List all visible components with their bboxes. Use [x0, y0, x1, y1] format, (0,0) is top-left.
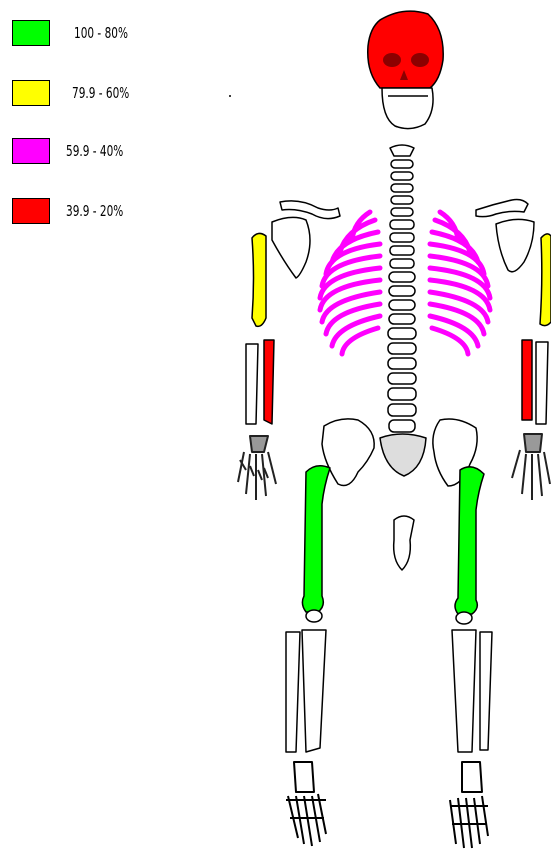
femur-left [302, 466, 330, 612]
humerus-right [540, 234, 551, 326]
foot-left [286, 762, 326, 846]
clavicle-left [280, 201, 340, 219]
skull [368, 11, 443, 128]
lower-leg-right [452, 630, 492, 752]
hand-left [238, 436, 276, 500]
forearm-right [522, 340, 548, 424]
femur-right [455, 467, 484, 614]
scapula-right [496, 219, 534, 271]
scapula-left [272, 217, 310, 278]
pelvis [322, 419, 477, 570]
humerus-left [252, 233, 266, 326]
forearm-left [246, 340, 274, 424]
spine [388, 145, 416, 432]
dot-mark [229, 95, 231, 97]
clavicle-right [476, 200, 528, 217]
patella-right [456, 612, 472, 624]
foot-right [450, 762, 488, 848]
lower-leg-left [286, 630, 326, 752]
hand-right [512, 434, 550, 500]
patella-left [306, 610, 322, 622]
